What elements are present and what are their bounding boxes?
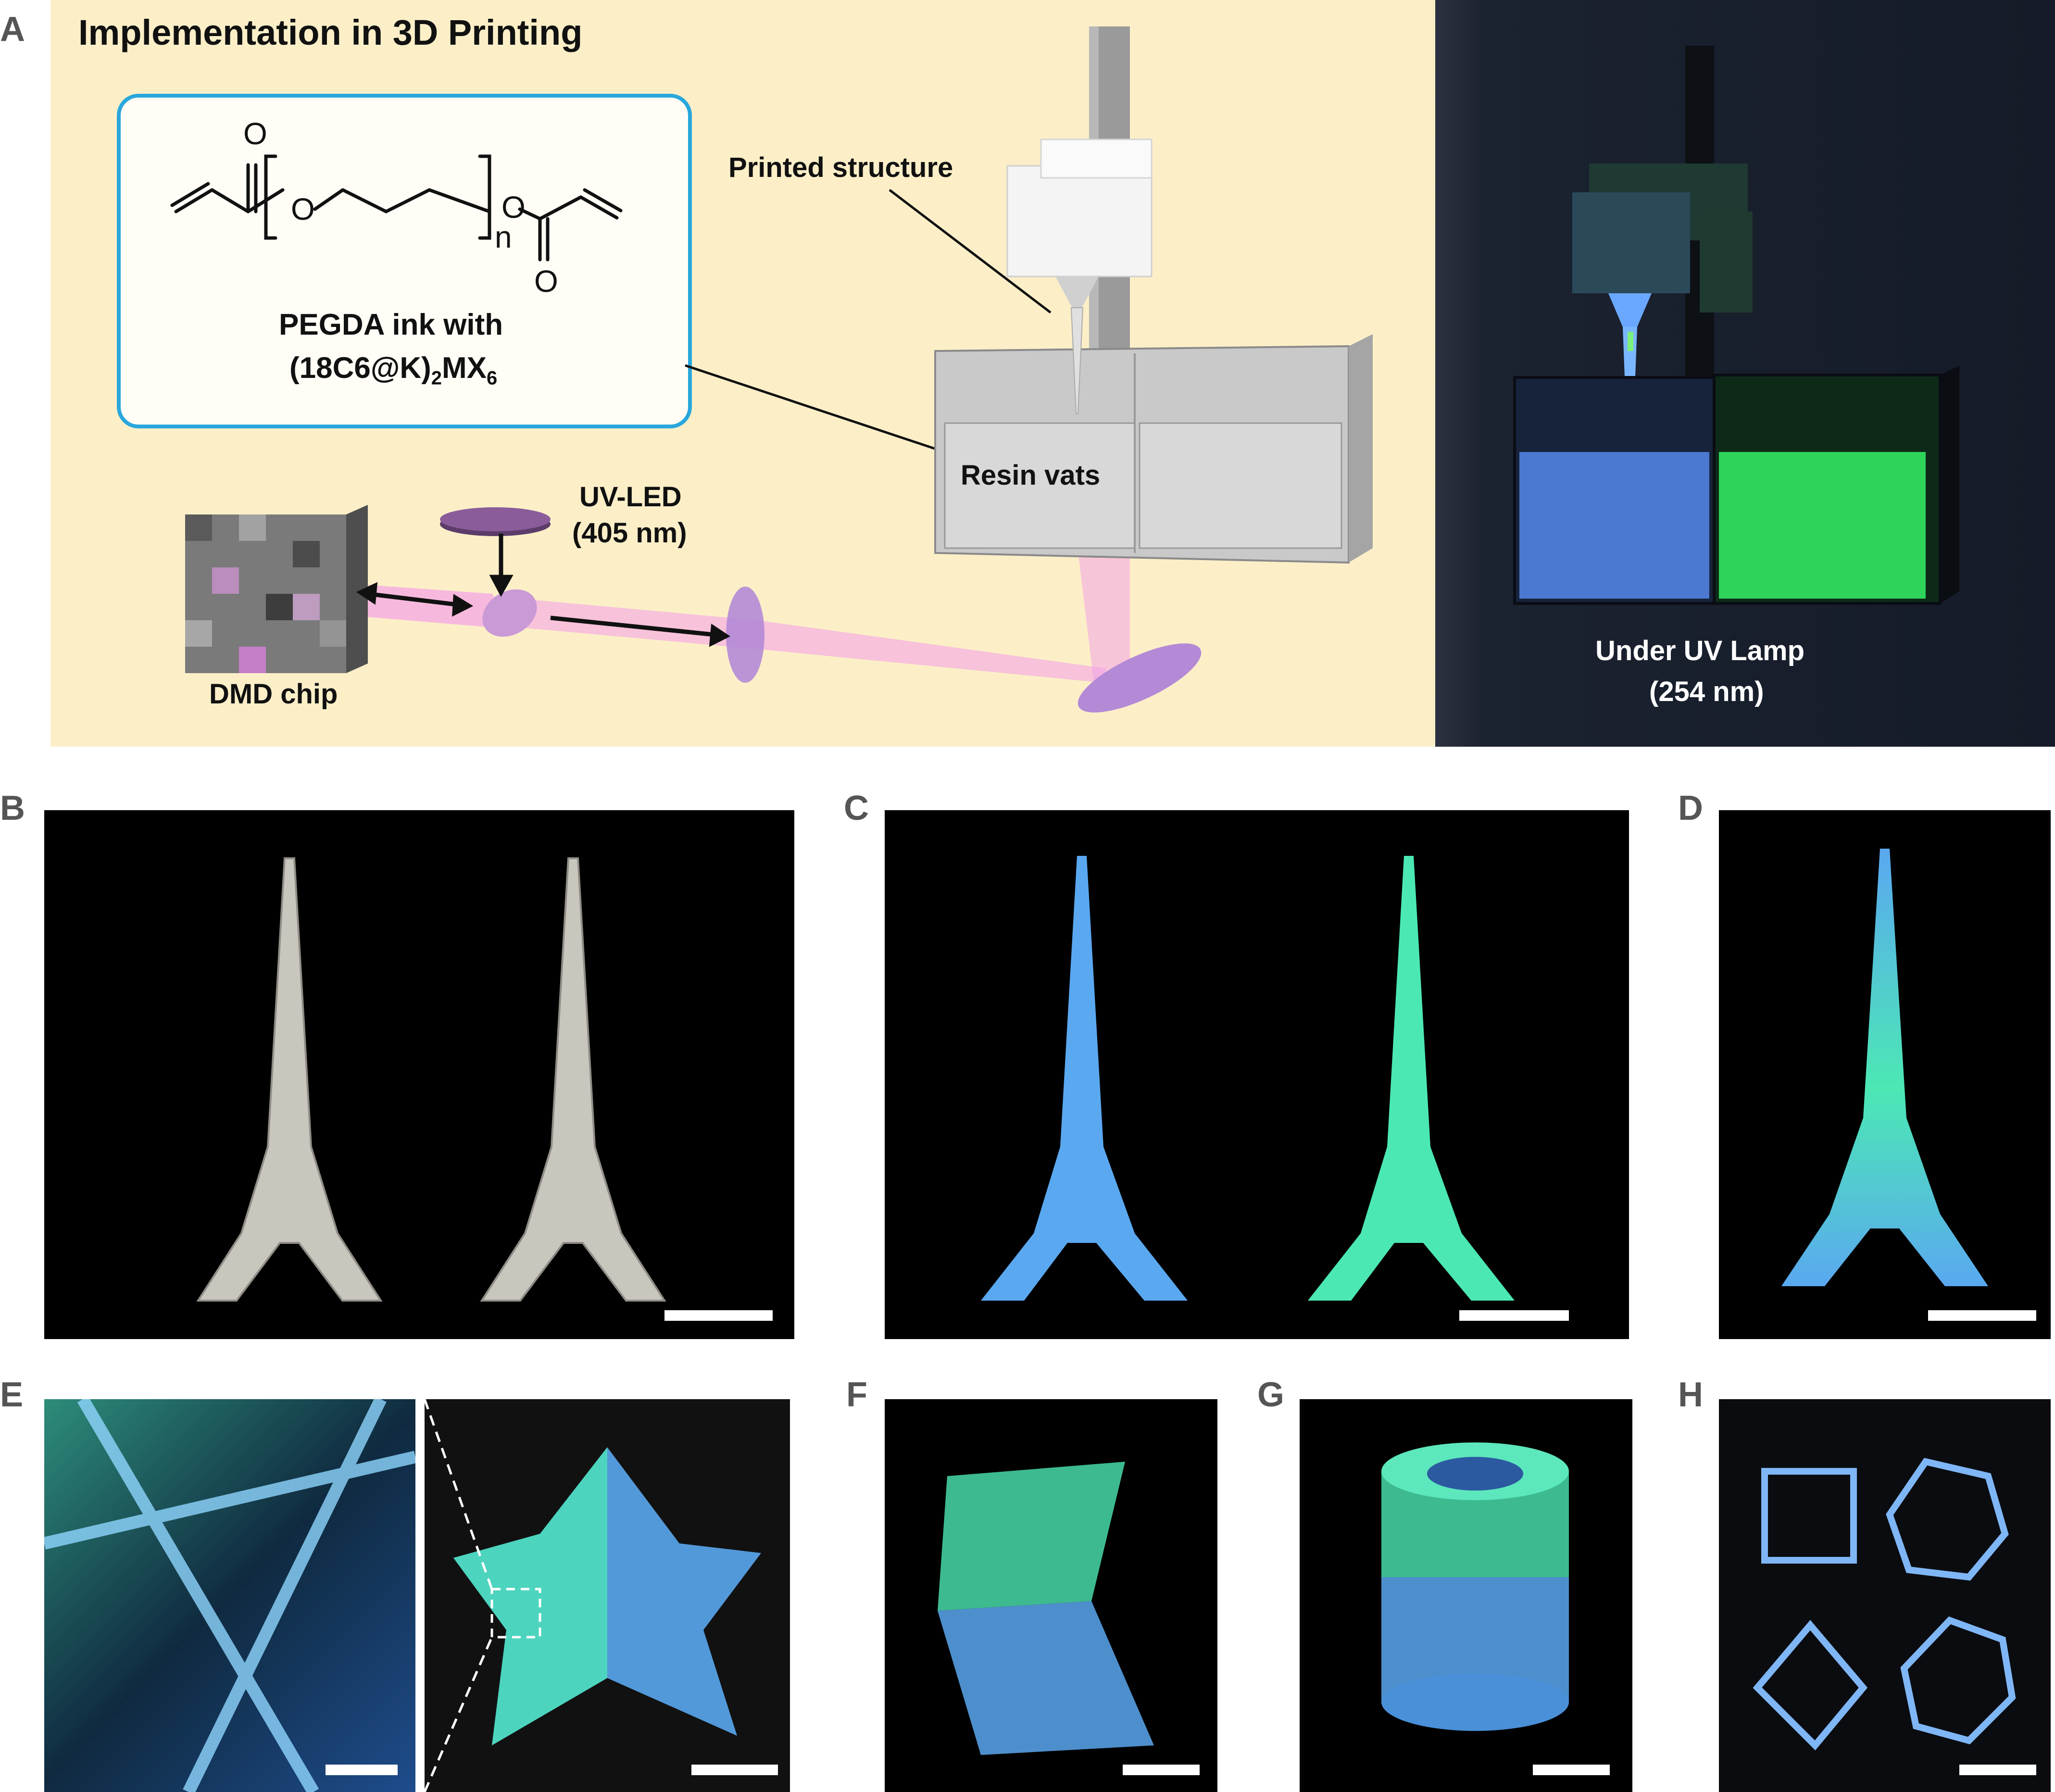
atom-o-ester: O: [501, 190, 526, 225]
panel-label-g: G: [1257, 1376, 1285, 1414]
eiffel-towers-blue-green: [981, 856, 1515, 1301]
ink-box-line1: PEGDA ink with: [279, 308, 503, 341]
panel-h-photo: [1719, 1399, 2051, 1792]
label-uv-led-1: UV-LED: [579, 481, 682, 513]
cylinder-lattice: [1381, 1442, 1569, 1731]
atom-o-bottom: O: [534, 264, 558, 296]
panel-a-title: Implementation in 3D Printing: [78, 13, 583, 52]
star-lattice: [425, 1399, 761, 1792]
eiffel-tower-gradient: [1781, 849, 1988, 1286]
scale-bar: [1533, 1765, 1610, 1775]
label-printed-structure: Printed structure: [728, 152, 953, 183]
subscript-n: n: [495, 220, 512, 254]
panel-label-f: F: [846, 1376, 867, 1414]
ink-box: [117, 94, 692, 428]
panel-c-photo: [885, 810, 1629, 1339]
panel-label-d: D: [1678, 789, 1703, 827]
eiffel-towers-clear: [196, 857, 666, 1302]
label-resin-vats: Resin vats: [961, 460, 1101, 491]
polyhedra-lattices: [1753, 1458, 2016, 1751]
star-lattice-closeup: [44, 1399, 415, 1792]
uv-lamp-illustration: [1513, 46, 1959, 605]
panel-b-photo: [44, 810, 794, 1339]
ink-formula-mid: MX: [442, 351, 487, 385]
scale-bar: [1123, 1765, 1200, 1775]
panel-label-e: E: [0, 1376, 24, 1414]
atom-o-top: O: [243, 116, 267, 151]
panel-label-b: B: [0, 789, 25, 827]
panel-label-c: C: [844, 789, 869, 827]
ink-box-line2: (18C6@K)2MX6: [289, 351, 497, 389]
scale-bar: [1959, 1765, 2036, 1775]
panel-label-a: A: [0, 10, 25, 49]
scale-bar: [691, 1765, 778, 1775]
ink-formula-sub2: 6: [487, 367, 498, 389]
scale-bar: [326, 1765, 398, 1775]
panel-g-photo: [1300, 1399, 1632, 1792]
label-uv-lamp-1: Under UV Lamp: [1595, 635, 1805, 666]
scale-bar: [1928, 1310, 2036, 1321]
label-uv-led-2: (405 nm): [572, 517, 687, 549]
label-uv-lamp-2: (254 nm): [1649, 676, 1764, 707]
panel-f-photo: [885, 1399, 1217, 1792]
ink-formula-sub1: 2: [431, 367, 442, 389]
panel-d-photo: [1719, 810, 2051, 1339]
panel-e-zoom-photo: [44, 1399, 415, 1792]
panel-label-h: H: [1678, 1376, 1703, 1414]
label-dmd-chip: DMD chip: [209, 678, 338, 710]
panel-e-star-photo: [425, 1399, 790, 1792]
scale-bar: [664, 1310, 773, 1321]
ink-formula-prefix: (18C6@K): [289, 351, 431, 385]
twisted-lattice: [938, 1462, 1154, 1755]
atom-o-ether: O: [291, 192, 315, 226]
pegda-structure: O O n O O: [170, 116, 623, 296]
printer-illustration: [185, 26, 1373, 713]
scale-bar: [1459, 1310, 1569, 1321]
